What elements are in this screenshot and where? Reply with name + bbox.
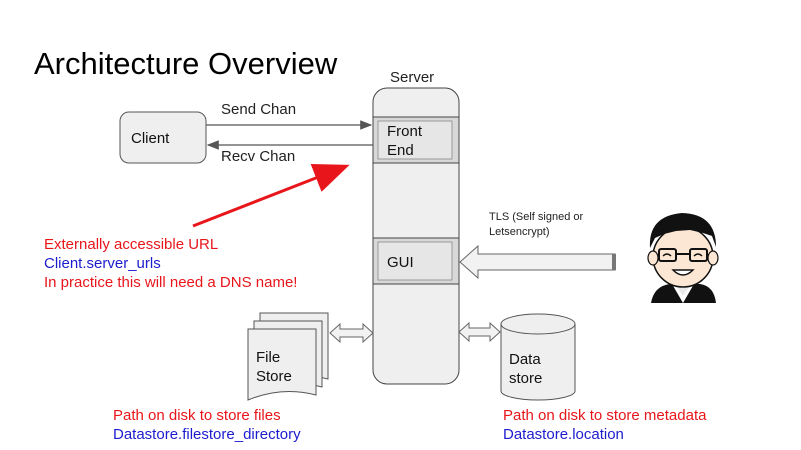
file-store-label-line1: File <box>256 349 281 366</box>
gui-box <box>372 237 460 285</box>
url-annotation-arrow <box>192 163 350 228</box>
file-store-label-line2: Store <box>256 368 292 385</box>
data-store-label-line2: store <box>509 370 543 387</box>
data-store-icon <box>500 313 576 401</box>
front-end-label-line1: Front <box>387 123 423 140</box>
data-store-double-arrow <box>458 321 501 343</box>
tls-label-line1: TLS (Self signed or <box>489 211 584 223</box>
data-store-config: Datastore.location <box>503 426 624 443</box>
front-end-label-line2: End <box>387 142 414 159</box>
file-store-double-arrow <box>329 322 374 344</box>
file-store-note: Path on disk to store files <box>113 407 281 424</box>
front-end-box <box>372 116 460 164</box>
url-note-line3: In practice this will need a DNS name! <box>44 274 298 291</box>
user-avatar-icon <box>647 213 719 303</box>
gui-label: GUI <box>387 254 414 271</box>
url-note-config: Client.server_urls <box>44 255 161 272</box>
data-store-label-line1: Data <box>509 351 541 368</box>
client-label: Client <box>131 130 170 147</box>
recv-chan-label: Recv Chan <box>221 148 296 165</box>
url-note-line1: Externally accessible URL <box>44 236 219 253</box>
tls-label-line2: Letsencrypt) <box>489 226 550 238</box>
send-chan-label: Send Chan <box>221 101 297 118</box>
file-store-config: Datastore.filestore_directory <box>113 426 301 443</box>
client-box <box>119 111 207 164</box>
page-title: Architecture Overview <box>34 46 338 81</box>
data-store-note: Path on disk to store metadata <box>503 407 707 424</box>
tls-block-arrow <box>459 244 616 280</box>
file-store-icon <box>247 312 329 401</box>
server-label: Server <box>390 69 435 86</box>
